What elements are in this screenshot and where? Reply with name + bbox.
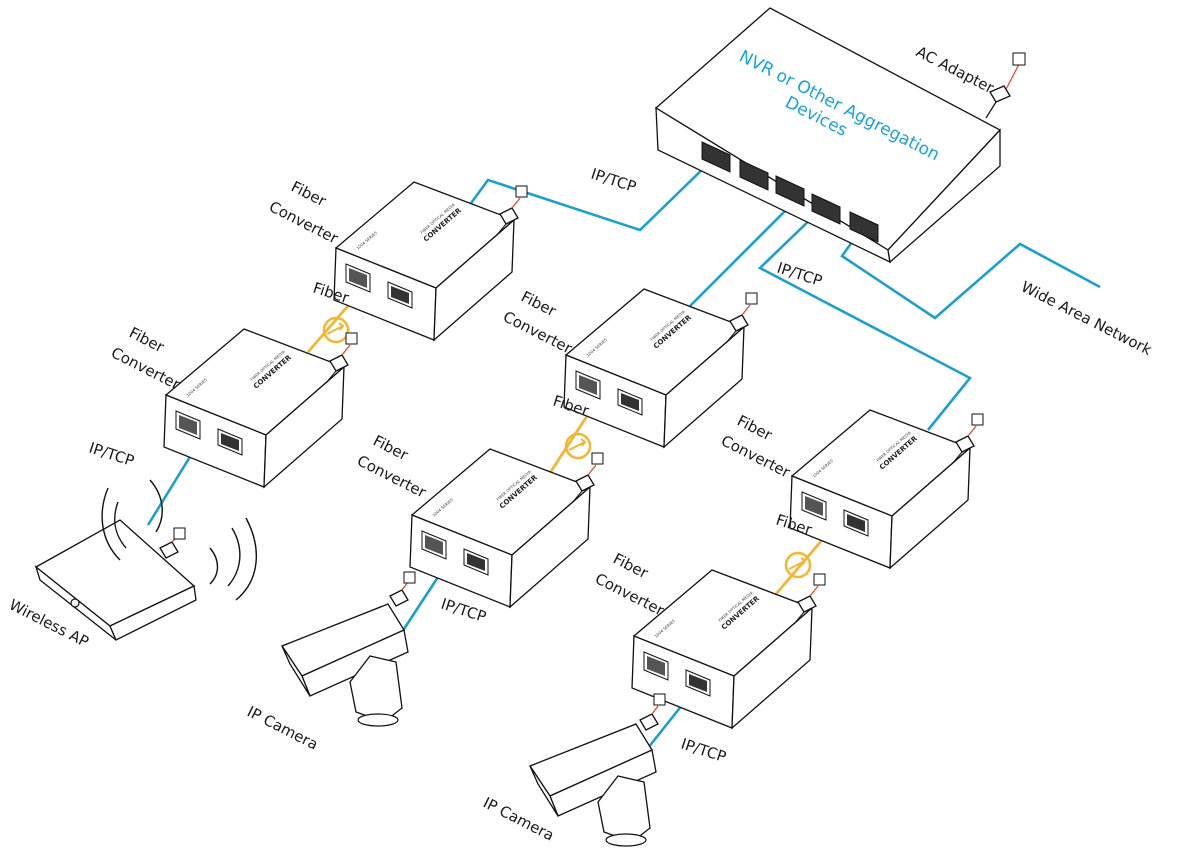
converter-a-label-line1: Fiber (288, 178, 330, 211)
hub-ports (701, 141, 879, 243)
fiber-symbol-icon (784, 551, 812, 579)
wan-label: Wide Area Network (1018, 278, 1155, 360)
power-adapter (159, 527, 186, 559)
ip-camera-1 (281, 571, 416, 727)
ip-tcp-label-1: IP/TCP (589, 165, 639, 196)
power-adapter (571, 452, 604, 504)
ac-adapter (985, 52, 1026, 119)
power-adapter (639, 693, 666, 731)
cable-hub-to-converter-e (757, 211, 973, 431)
ip-camera-2 (529, 693, 666, 847)
power-adapter (495, 185, 528, 237)
converter-c-label-line2: Converter (500, 308, 575, 358)
fiber-symbol-icon (322, 316, 350, 344)
ip-tcp-label-2: IP/TCP (775, 259, 825, 290)
wifi-waves-icon (101, 479, 258, 601)
converter-f-label-line2: Converter (592, 570, 667, 620)
ip-tcp-label-5: IP/TCP (679, 735, 729, 766)
cable-hub-to-converter-a (464, 159, 713, 232)
ip-tcp-label-4: IP/TCP (439, 595, 489, 626)
power-adapter (389, 571, 416, 607)
ip-tcp-label-3: IP/TCP (87, 439, 137, 470)
power-adapter (951, 413, 984, 465)
converter-b-label-line2: Converter (108, 344, 183, 394)
ip-camera-1-label: IP Camera (244, 703, 321, 754)
network-cables (146, 159, 1101, 749)
cable-hub-to-wan (840, 227, 1101, 320)
cable-converter-d-to-camera1 (400, 573, 442, 633)
converter-e-label-line2: Converter (718, 432, 793, 482)
fiber-cables (306, 291, 836, 595)
wireless-ap (34, 479, 258, 641)
power-adapter (325, 332, 358, 384)
ap-indicator-icon (70, 598, 80, 608)
cable-converter-b-to-ap (146, 446, 198, 526)
ac-adapter-label: AC Adapter (913, 43, 997, 98)
nvr-aggregation-device: NVR or Other Aggregation Devices (654, 7, 1002, 264)
converter-d-label-line2: Converter (354, 452, 429, 502)
fiber-symbol-icon (564, 432, 592, 460)
ip-camera-2-label: IP Camera (480, 794, 557, 845)
power-adapter (793, 573, 826, 625)
converter-a-label-line2: Converter (266, 198, 341, 248)
power-adapter (725, 292, 758, 344)
cable-hub-to-converter-c (689, 195, 801, 307)
